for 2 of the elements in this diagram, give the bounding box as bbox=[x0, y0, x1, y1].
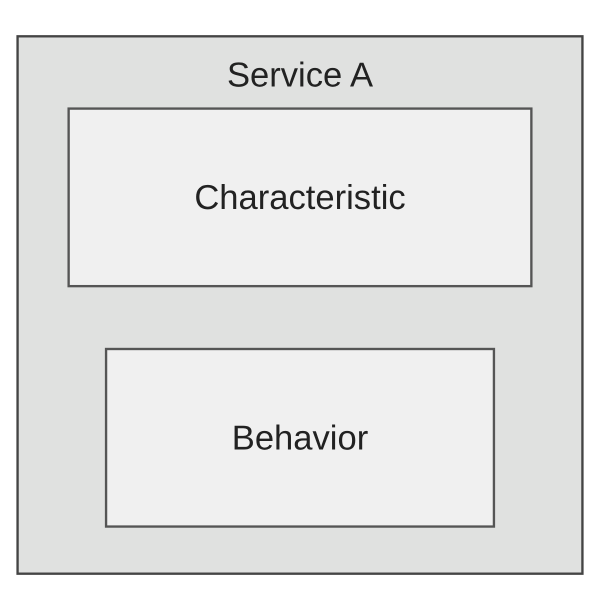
node-box: Behavior bbox=[104, 348, 496, 528]
node-box: Characteristic bbox=[67, 107, 533, 288]
